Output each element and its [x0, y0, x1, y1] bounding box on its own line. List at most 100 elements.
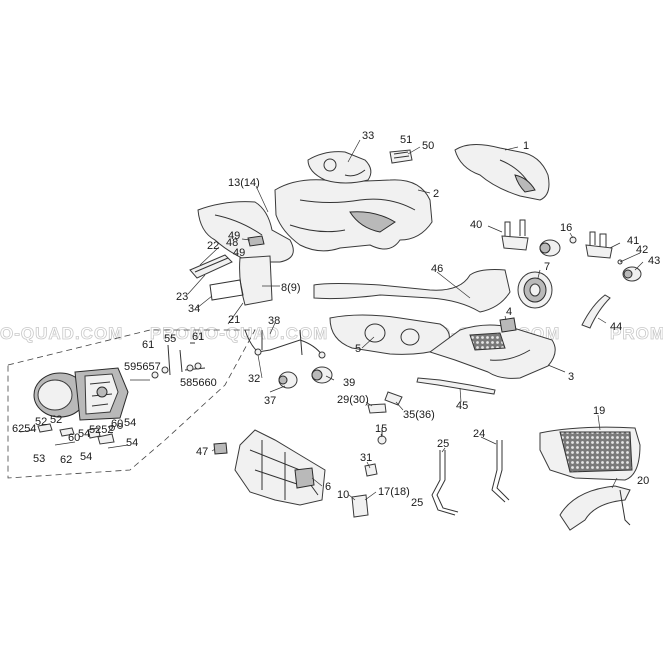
part-39-lamp [311, 366, 333, 384]
label-38: 38 [268, 315, 280, 327]
part-41-bracket [585, 231, 642, 282]
label-55: 55 [164, 333, 176, 345]
label-16: 16 [560, 222, 572, 234]
part-51-plate [389, 149, 413, 164]
engine-small-parts [19, 342, 206, 449]
label-51: 51 [400, 134, 412, 146]
label-25-top: 25 [437, 438, 449, 450]
part-3-lower-panel [428, 324, 556, 379]
label-60-b: 60 [111, 418, 123, 430]
part-20-rear-fender [559, 485, 631, 531]
label-44: 44 [610, 321, 622, 333]
part-7-lens [517, 271, 553, 309]
part-10-bracket [351, 494, 369, 518]
part-22-footrest [189, 254, 233, 279]
part-21-mud-flap [209, 255, 273, 306]
label-1: 1 [523, 140, 529, 152]
part-46-trim [313, 269, 511, 313]
label-24: 24 [473, 428, 485, 440]
label-29-30: 29(30) [337, 394, 369, 406]
label-40: 40 [470, 219, 482, 231]
label-62: 62 [60, 454, 72, 466]
label-48: 48 [226, 237, 238, 249]
label-43: 43 [648, 255, 660, 267]
label-50: 50 [422, 140, 434, 152]
label-10: 10 [337, 489, 349, 501]
part-31-clip [364, 463, 378, 477]
label-61-b: 61 [192, 331, 204, 343]
label-5252: 5252 [89, 424, 113, 436]
part-48-switch [247, 235, 265, 247]
label-23: 23 [176, 291, 188, 303]
part-38-harness [244, 329, 326, 359]
label-20: 20 [637, 475, 649, 487]
label-60: 60 [68, 432, 80, 444]
label-54-d: 54 [80, 451, 92, 463]
part-13-side-panel [197, 201, 294, 263]
part-45-strip [416, 377, 496, 395]
part-5-headlight-housing [329, 314, 450, 355]
part-1-rear-cover [454, 144, 550, 201]
label-49-top: 49 [228, 230, 240, 242]
part-19-mesh-panel [539, 426, 641, 481]
label-61-a: 61 [142, 339, 154, 351]
label-21: 21 [228, 314, 240, 326]
label-2: 2 [433, 188, 439, 200]
label-17-18: 17(18) [378, 486, 410, 498]
part-47-switch [213, 442, 228, 455]
part-2-front-body [274, 179, 433, 252]
label-54-b: 54 [124, 417, 136, 429]
part-4-bracket [499, 317, 517, 333]
label-6254: 6254 [12, 423, 36, 435]
label-53: 53 [33, 453, 45, 465]
label-6: 6 [325, 481, 331, 493]
part-35-connector [384, 391, 403, 406]
label-15: 15 [375, 423, 387, 435]
label-46: 46 [431, 263, 443, 275]
part-29-clip [367, 403, 387, 414]
label-8-9: 8(9) [281, 282, 301, 294]
label-41: 41 [627, 235, 639, 247]
label-13-14: 13(14) [228, 177, 260, 189]
label-7: 7 [544, 261, 550, 273]
label-35-36: 35(36) [403, 409, 435, 421]
label-3: 3 [568, 371, 574, 383]
label-22: 22 [207, 240, 219, 252]
svg-text:PROMO: PROMO [610, 324, 663, 343]
part-37-lamp [278, 371, 298, 389]
label-39: 39 [343, 377, 355, 389]
part-6-frame [234, 429, 326, 506]
svg-text:PROMO-QUAD.COM: PROMO-QUAD.COM [150, 324, 328, 343]
part-44-curved-trim [581, 294, 611, 329]
engine-group-outline [7, 329, 256, 479]
part-labels: 1 2 3 4 5 6 7 8(9) 10 13(14) 15 16 17(18… [12, 130, 660, 509]
engine-assembly [33, 367, 129, 421]
label-19: 19 [593, 405, 605, 417]
label-25-bottom: 25 [411, 497, 423, 509]
label-45: 45 [456, 400, 468, 412]
label-585660: 585660 [180, 377, 217, 389]
part-25-bracket [431, 450, 459, 516]
label-52-b: 52 [50, 414, 62, 426]
label-37: 37 [264, 395, 276, 407]
label-33: 33 [362, 130, 374, 142]
label-49-bottom: 49 [233, 247, 245, 259]
label-34: 34 [188, 303, 200, 315]
label-42: 42 [636, 244, 648, 256]
leader-lines [187, 139, 644, 501]
part-40-bracket [501, 219, 561, 257]
label-47: 47 [196, 446, 208, 458]
label-54-a: 54 [78, 428, 90, 440]
label-32: 32 [248, 373, 260, 385]
label-52-a: 52 [35, 416, 47, 428]
svg-text:O-QUAD.COM: O-QUAD.COM [0, 324, 123, 343]
label-595657: 595657 [124, 361, 161, 373]
part-16-bolt [569, 236, 577, 244]
label-54-c: 54 [126, 437, 138, 449]
part-24-bracket [491, 440, 510, 503]
label-5: 5 [355, 343, 361, 355]
part-33-dash-top [307, 151, 372, 184]
label-4: 4 [506, 306, 512, 318]
label-31: 31 [360, 452, 372, 464]
